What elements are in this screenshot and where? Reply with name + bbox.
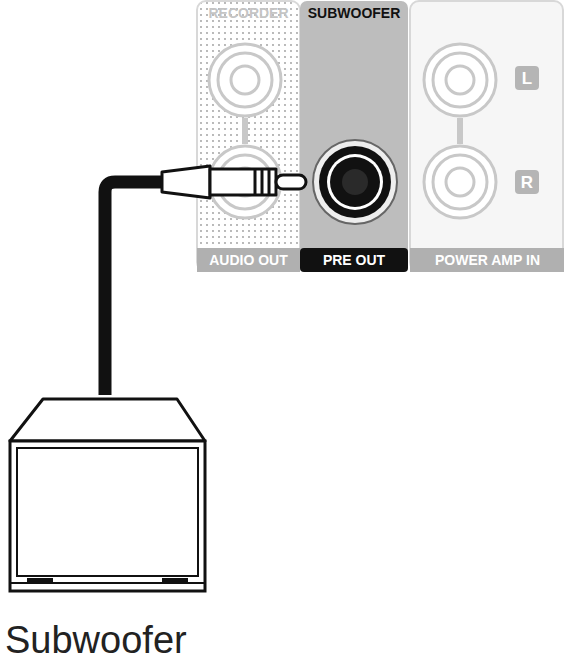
section-label: AUDIO OUT [209, 253, 288, 267]
channel-badge: L [515, 66, 539, 90]
power-amp-section [410, 1, 563, 271]
section-title: SUBWOOFER [308, 6, 401, 20]
subwoofer-jack [313, 140, 397, 224]
panel-section: RECORDER AUDIO OUT [197, 0, 300, 272]
recorder-section [197, 1, 300, 271]
section-title: RECORDER [208, 6, 288, 20]
panel-section: SUBWOOFER PRE OUT [300, 0, 408, 272]
section-label: POWER AMP IN [435, 253, 540, 267]
section-label: PRE OUT [323, 253, 385, 267]
label-band [300, 248, 408, 272]
label-band [197, 248, 300, 272]
device-name: Subwoofer [5, 621, 187, 659]
audio-cable [105, 182, 300, 395]
subwoofer-section [300, 1, 408, 271]
panel-section: POWER AMP IN L R [410, 0, 565, 272]
label-band [410, 248, 564, 272]
subwoofer-unit: Subwoofer [5, 395, 215, 672]
channel-letter: R [521, 174, 533, 191]
rca-jacks [209, 44, 496, 218]
channel-badge: R [515, 170, 539, 194]
channel-letter: L [522, 70, 532, 87]
